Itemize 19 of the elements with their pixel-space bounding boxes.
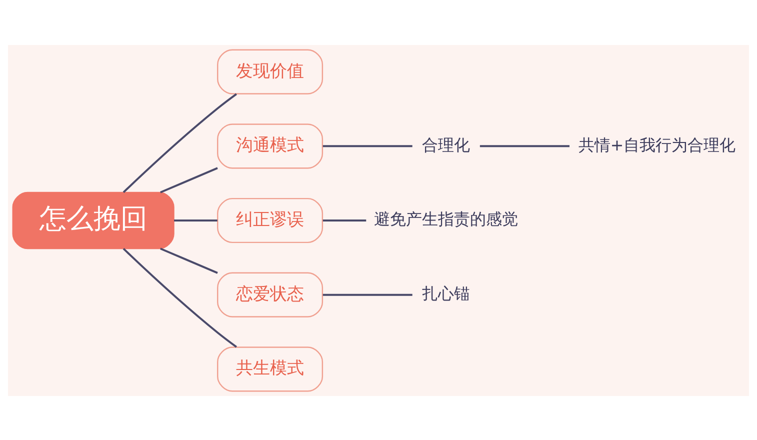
connector (160, 166, 218, 193)
node-text: 共情+自我行为合理化 (578, 134, 736, 154)
node-box: 恋爱状态 (217, 272, 324, 317)
node-text: 避免产生指责的感觉 (374, 209, 518, 228)
node-box: 纠正谬误 (217, 197, 324, 243)
node-box: 共生模式 (217, 346, 324, 392)
connector (322, 219, 366, 221)
node-box: 沟通模式 (217, 123, 324, 168)
connector (322, 293, 412, 296)
connector (174, 219, 218, 221)
connector (480, 144, 570, 147)
node-box: 怎么挽回 (12, 191, 174, 249)
node-box: 发现价值 (217, 48, 324, 94)
node-text: 扎心锚 (422, 283, 470, 302)
connector (122, 248, 237, 348)
node-text: 合理化 (422, 134, 470, 154)
connector (322, 144, 412, 147)
connector (122, 92, 237, 192)
connector (160, 247, 218, 274)
